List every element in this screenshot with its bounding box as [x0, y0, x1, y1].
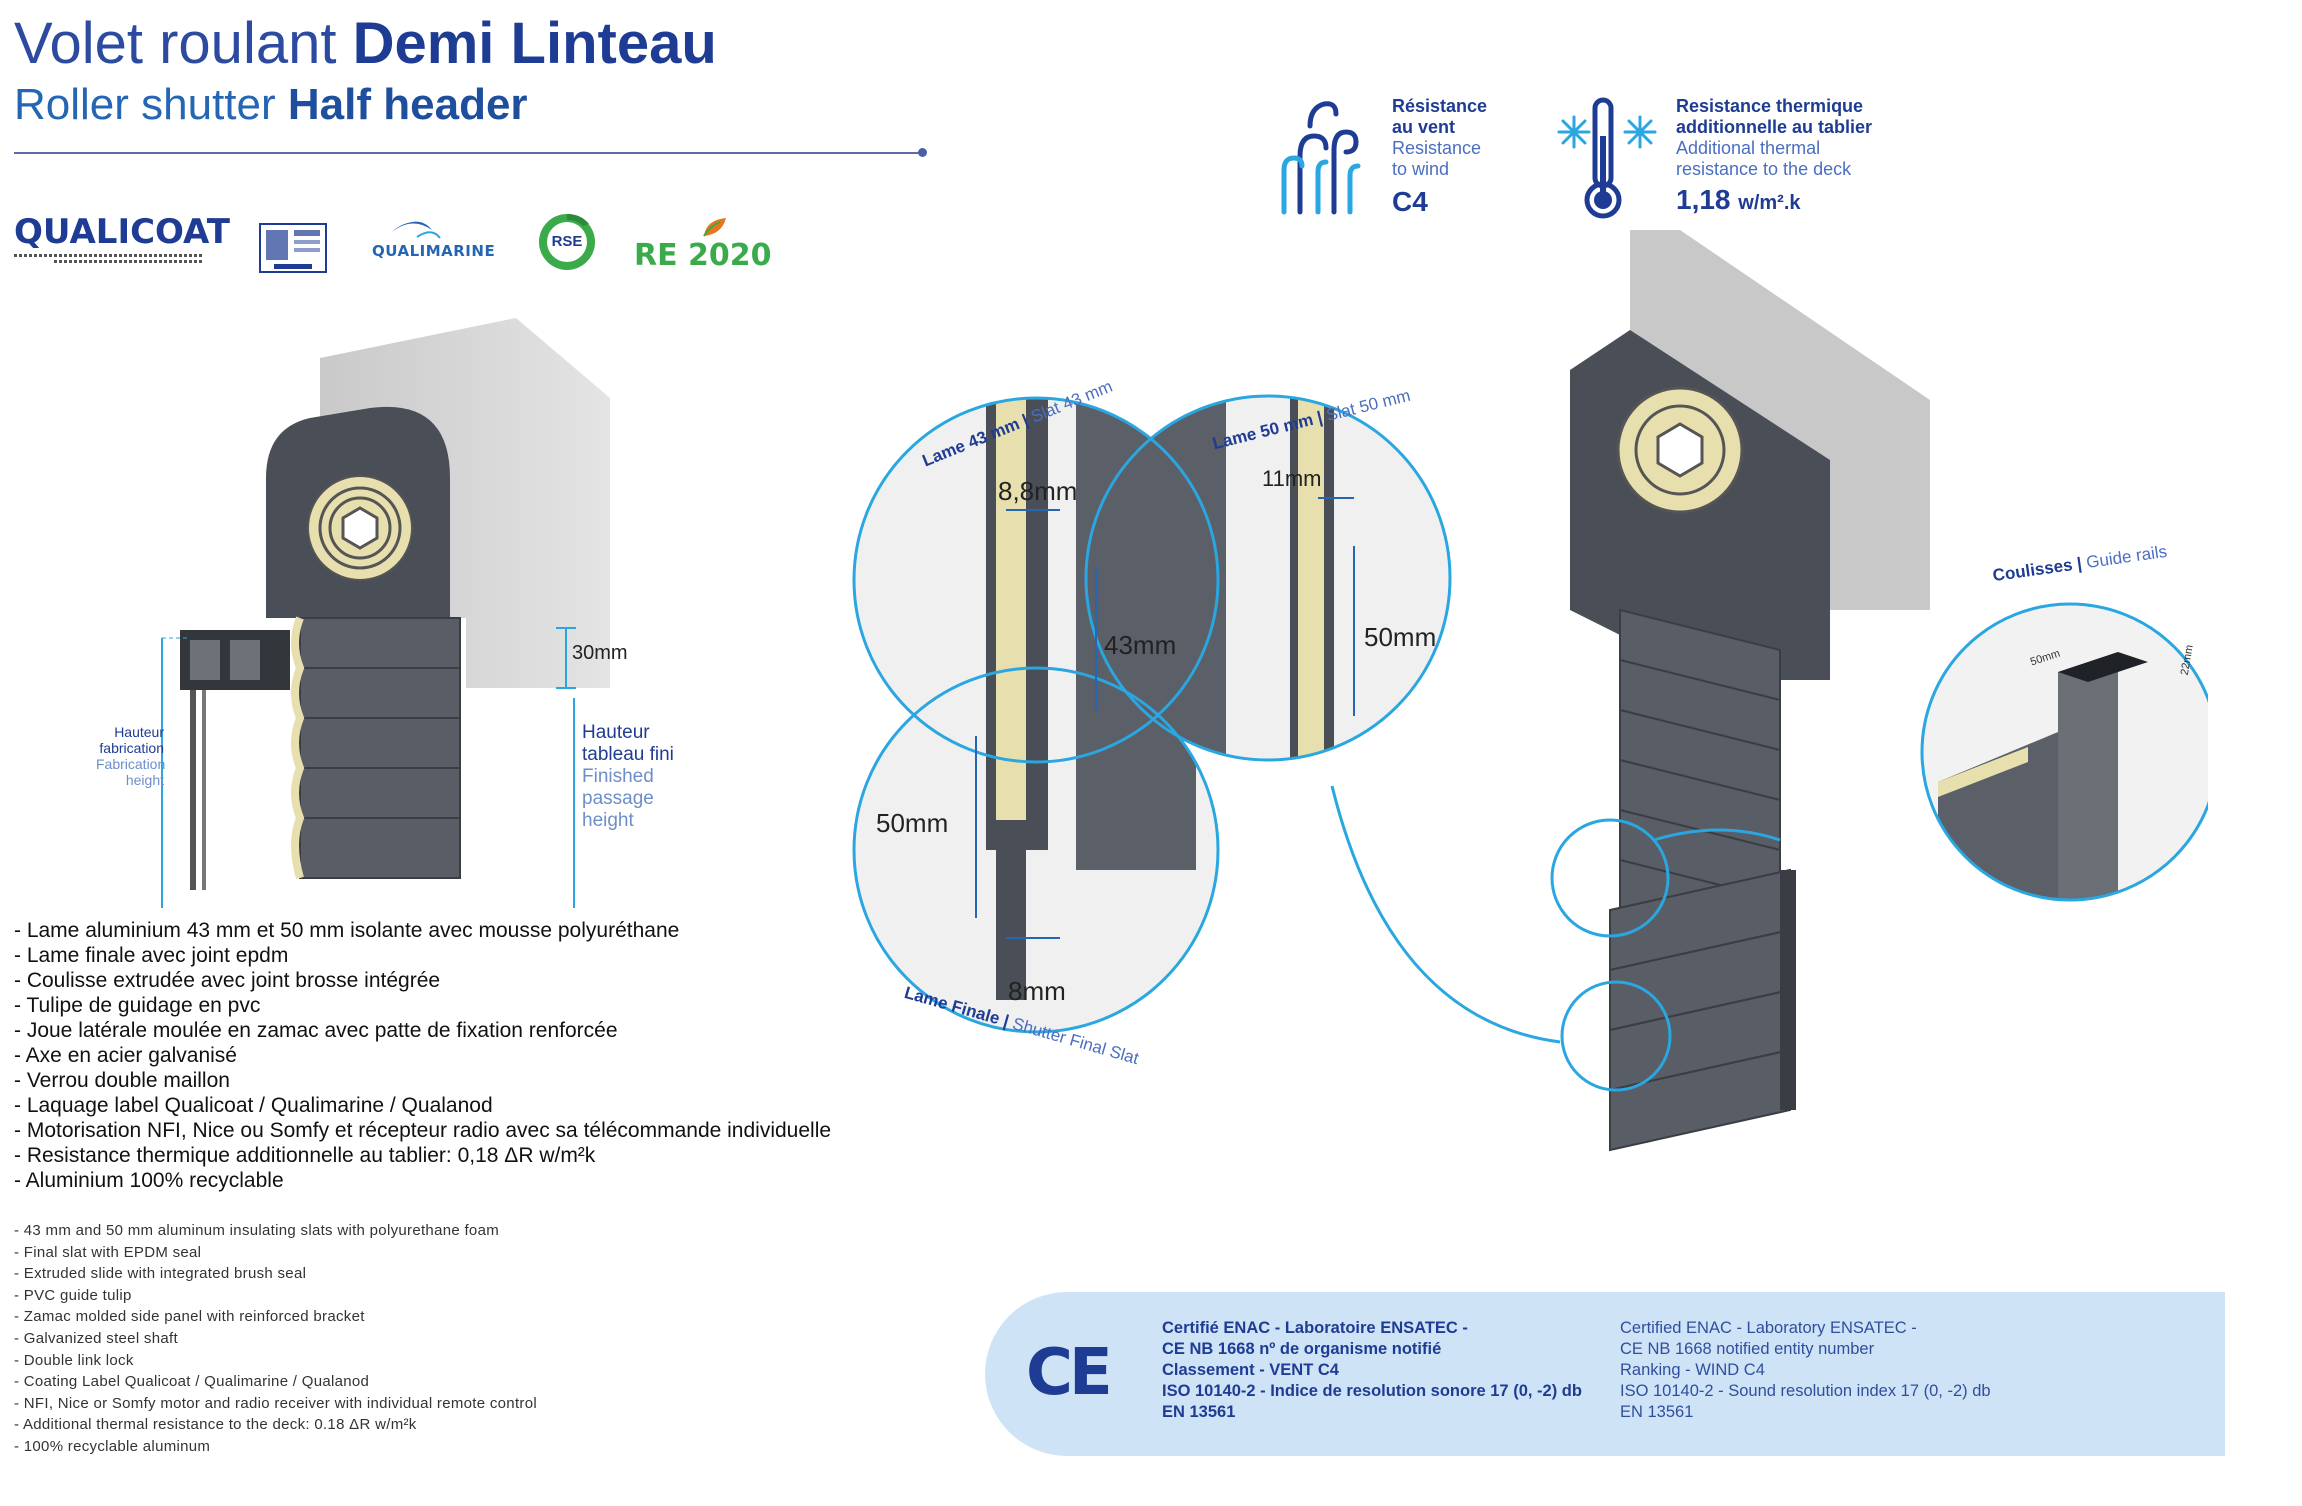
thermal-resistance-label: Resistance thermique additionnelle au ta…: [1676, 96, 1873, 179]
thermometer-icon: [1584, 96, 1622, 220]
title-divider-dot: [918, 148, 927, 157]
dim-8-8mm: 8,8mm: [998, 476, 1078, 506]
list-item: Lame aluminium 43 mm et 50 mm isolante a…: [14, 918, 1014, 943]
list-item: Galvanized steel shaft: [14, 1328, 714, 1350]
list-item: Double link lock: [14, 1350, 714, 1372]
certification-en: Certified ENAC - Laboratory ENSATEC - CE…: [1620, 1319, 1991, 1421]
qualanod-logo: [258, 222, 328, 274]
features-fr-list: Lame aluminium 43 mm et 50 mm isolante a…: [14, 918, 1014, 1193]
dim-43mm: 43mm: [1104, 630, 1177, 660]
list-item: Joue latérale moulée en zamac avec patte…: [14, 1018, 1014, 1043]
list-item: Tulipe de guidage en pvc: [14, 993, 1014, 1018]
guide-rail-detail: [1908, 562, 2220, 942]
list-item: 100% recyclable aluminum: [14, 1436, 714, 1458]
dim-8mm: 8mm: [1008, 976, 1066, 1006]
list-item: Additional thermal resistance to the dec…: [14, 1414, 714, 1436]
left-shutter-diagram: [150, 318, 670, 908]
wind-resistance-value: C4: [1392, 186, 1428, 217]
rse-logo: RSE: [537, 210, 597, 274]
list-item: Laquage label Qualicoat / Qualimarine / …: [14, 1093, 1014, 1118]
slat-detail-diagram: [846, 390, 1506, 1070]
re2020-logo: RE 2020: [634, 216, 774, 276]
list-item: Aluminium 100% recyclable: [14, 1168, 1014, 1193]
wind-resistance-label: Résistance au vent Resistance to wind: [1392, 96, 1488, 179]
list-item: PVC guide tulip: [14, 1285, 714, 1307]
thermal-resistance-value: 1,18 w/m².k: [1676, 184, 1801, 215]
snowflake-icon: [1556, 114, 1592, 150]
certification-band: [985, 1292, 2225, 1456]
height-fabrication-label: Hauteur fabrication Fabrication height: [96, 724, 166, 788]
features-en-list: 43 mm and 50 mm aluminum insulating slat…: [14, 1220, 714, 1458]
list-item: 43 mm and 50 mm aluminum insulating slat…: [14, 1220, 714, 1242]
height-finished-label: Hauteur tableau fini Finished passage he…: [582, 722, 674, 831]
callout-connectors: [1320, 780, 2020, 1110]
qualicoat-logo: QUALICOAT: [14, 212, 230, 282]
dim-30mm: 30mm: [572, 642, 628, 664]
page-title-en: Roller shutter Half header: [14, 80, 528, 129]
list-item: Motorisation NFI, Nice ou Somfy et récep…: [14, 1118, 1014, 1143]
list-item: Resistance thermique additionnelle au ta…: [14, 1143, 1014, 1168]
list-item: Lame finale avec joint epdm: [14, 943, 1014, 968]
title-divider: [14, 152, 922, 154]
dim-50mm-left: 50mm: [876, 808, 949, 838]
list-item: Axe en acier galvanisé: [14, 1043, 1014, 1068]
certification-fr: Certifié ENAC - Laboratoire ENSATEC - CE…: [1162, 1319, 1582, 1421]
snowflake-icon-2: [1622, 114, 1658, 150]
list-item: Coulisse extrudée avec joint brosse inté…: [14, 968, 1014, 993]
qualimarine-logo: QUALIMARINE: [372, 212, 512, 272]
list-item: Verrou double maillon: [14, 1068, 1014, 1093]
dim-50mm-right: 50mm: [1364, 622, 1437, 652]
list-item: NFI, Nice or Somfy motor and radio recei…: [14, 1393, 714, 1415]
list-item: Zamac molded side panel with reinforced …: [14, 1306, 714, 1328]
ce-mark: CE: [1026, 1336, 1113, 1410]
wind-icon: [1270, 96, 1366, 216]
list-item: Coating Label Qualicoat / Qualimarine / …: [14, 1371, 714, 1393]
page-title-fr: Volet roulant Demi Linteau: [14, 11, 717, 76]
list-item: Final slat with EPDM seal: [14, 1242, 714, 1264]
dim-11mm: 11mm: [1262, 466, 1322, 491]
list-item: Extruded slide with integrated brush sea…: [14, 1263, 714, 1285]
right-shutter-diagram: [1530, 230, 2090, 1230]
